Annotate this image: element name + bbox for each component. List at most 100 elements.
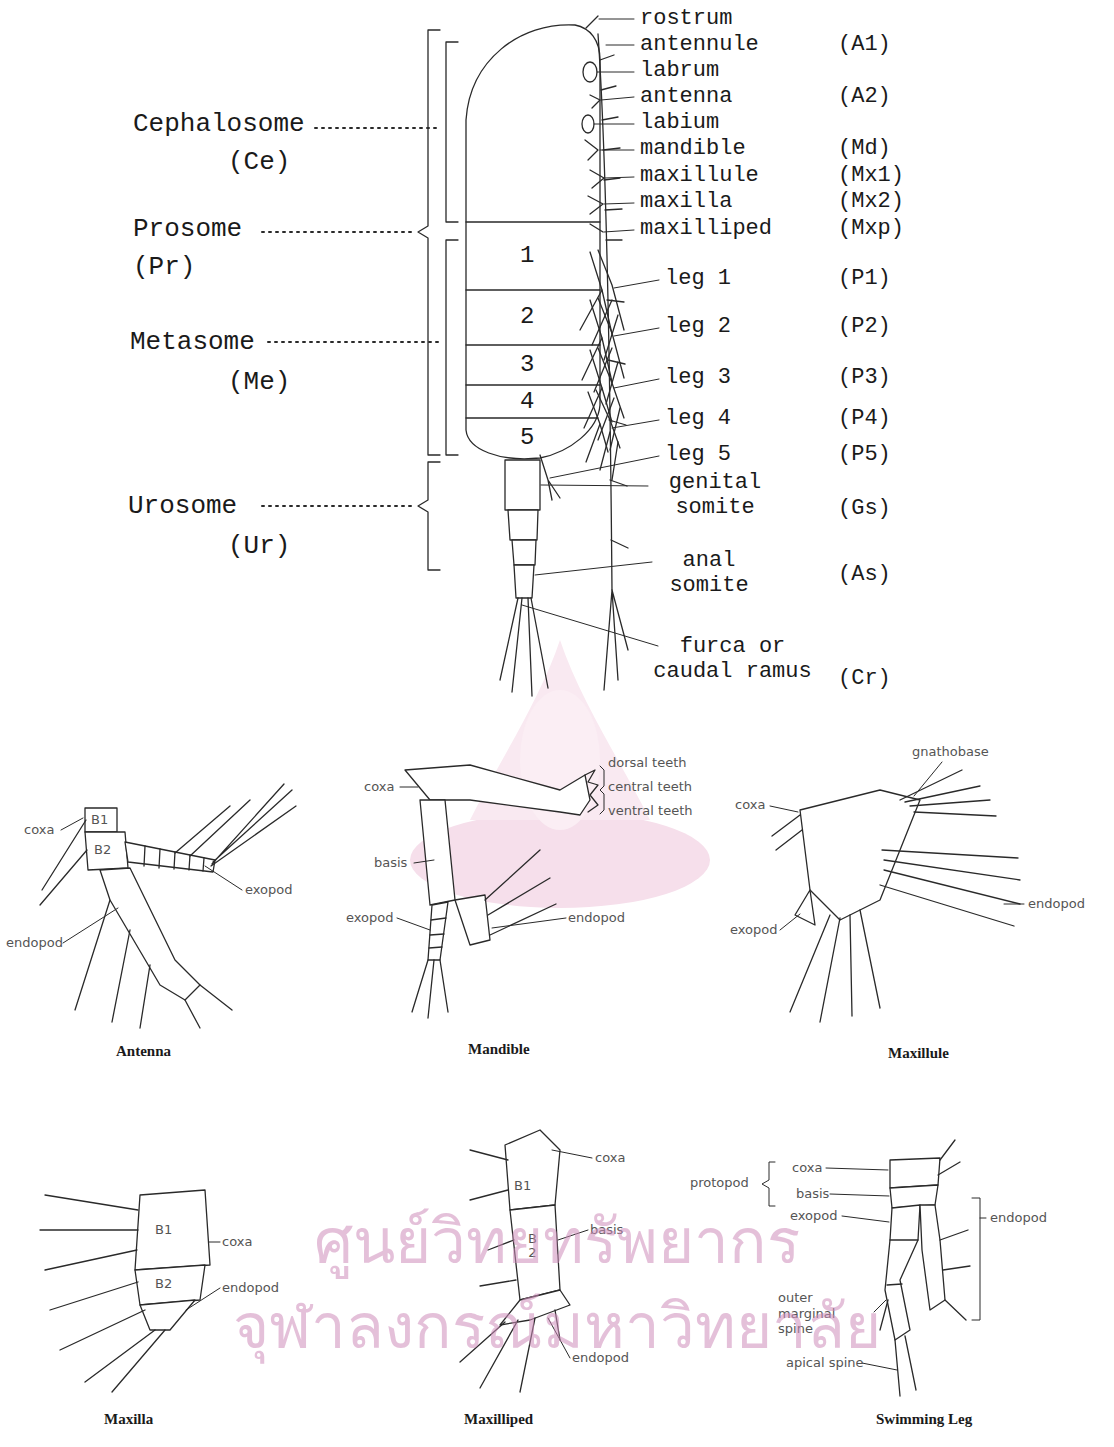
part-code: (Mxp) bbox=[838, 216, 904, 241]
segment-number: 3 bbox=[520, 353, 534, 377]
line-art bbox=[585, 140, 604, 232]
antenna-drawing bbox=[40, 784, 296, 1028]
leader-line bbox=[522, 19, 659, 646]
line-art bbox=[795, 890, 815, 925]
line-art bbox=[186, 1242, 220, 1310]
part-label: antenna bbox=[640, 84, 732, 109]
appendage-label: B1 bbox=[514, 1178, 531, 1194]
appendage-label: coxa bbox=[364, 779, 394, 795]
line-art bbox=[586, 16, 598, 28]
line-art bbox=[514, 565, 534, 598]
part-label: leg 5 bbox=[665, 442, 731, 467]
part-label: mandible bbox=[640, 136, 746, 161]
part-code: (Mx2) bbox=[838, 189, 904, 214]
line-art bbox=[885, 1205, 920, 1340]
line-art bbox=[582, 338, 618, 404]
part-label: rostrum bbox=[640, 6, 732, 31]
line-art bbox=[140, 1300, 195, 1330]
line-art bbox=[175, 784, 296, 866]
line-art bbox=[582, 115, 594, 133]
appendage-label: basis bbox=[796, 1186, 829, 1202]
line-art bbox=[40, 1195, 165, 1392]
line-art bbox=[900, 770, 996, 816]
line-art bbox=[940, 1230, 970, 1320]
part-label: labrum bbox=[640, 58, 719, 83]
line-art bbox=[594, 19, 634, 124]
region-code: (Ce) bbox=[228, 148, 290, 178]
line-art bbox=[418, 462, 440, 570]
line-art bbox=[508, 510, 538, 540]
part-label: labium bbox=[640, 110, 719, 135]
line-art bbox=[466, 25, 600, 459]
appendage-label: basis bbox=[374, 855, 407, 871]
line-art bbox=[85, 832, 128, 870]
region-code: (Me) bbox=[228, 368, 290, 398]
line-art bbox=[938, 1140, 960, 1175]
watermark: ศูนย์วิทยทรัพยากร bbox=[0, 1205, 1114, 1279]
line-art bbox=[600, 766, 604, 814]
line-art bbox=[135, 1265, 205, 1305]
region-label: Cephalosome bbox=[133, 110, 305, 140]
part-label: leg 1 bbox=[665, 266, 731, 291]
part-code: (A1) bbox=[838, 32, 891, 57]
line-art bbox=[144, 846, 204, 871]
appendage-label: B2 bbox=[94, 842, 111, 858]
line-art bbox=[586, 424, 618, 480]
line-art bbox=[75, 900, 232, 1028]
maxilla-drawing bbox=[40, 1190, 220, 1392]
figure-caption: Antenna bbox=[116, 1042, 171, 1060]
figure-caption: Maxillule bbox=[888, 1044, 949, 1062]
part-label: maxillule bbox=[640, 163, 759, 188]
maxillule-drawing bbox=[770, 762, 1024, 1022]
line-art bbox=[972, 1198, 986, 1320]
line-art bbox=[772, 815, 802, 850]
appendage-label: B1 bbox=[155, 1222, 172, 1238]
part-code: (Md) bbox=[838, 136, 891, 161]
line-art bbox=[61, 818, 242, 943]
watermark: จุฬาลงกรณ์มหาวิทยาลัย bbox=[0, 1290, 1114, 1364]
appendage-label: central teeth bbox=[608, 779, 692, 795]
appendage-label: endopod bbox=[568, 910, 625, 926]
part-code: (P3) bbox=[838, 365, 891, 390]
figure-caption: Swimming Leg bbox=[876, 1410, 972, 1428]
appendage-label: coxa bbox=[735, 797, 765, 813]
appendage-label: endopod bbox=[6, 935, 63, 951]
part-label: anal somite bbox=[654, 548, 764, 599]
line-art bbox=[135, 1190, 210, 1270]
line-art bbox=[397, 787, 566, 930]
appendage-label: B1 bbox=[91, 812, 108, 828]
line-art bbox=[880, 850, 1020, 926]
part-label: leg 3 bbox=[665, 365, 731, 390]
line-art bbox=[598, 34, 612, 590]
appendage-label: endopod bbox=[990, 1210, 1047, 1226]
line-art bbox=[505, 460, 540, 510]
region-code: (Pr) bbox=[133, 253, 195, 283]
appendage-label: dorsal teeth bbox=[608, 755, 686, 771]
appendage-label: exopod bbox=[730, 922, 777, 938]
line-art bbox=[446, 240, 458, 455]
segment-number: 5 bbox=[520, 426, 534, 450]
appendage-label: coxa bbox=[24, 822, 54, 838]
line-art bbox=[604, 590, 628, 690]
line-art bbox=[920, 1205, 945, 1310]
line-art bbox=[890, 1158, 940, 1188]
appendage-label: coxa bbox=[792, 1160, 822, 1176]
line-art bbox=[420, 800, 455, 905]
line-art bbox=[100, 868, 200, 1000]
appendage-label: exopod bbox=[346, 910, 393, 926]
line-art bbox=[412, 960, 448, 1018]
line-art bbox=[85, 808, 117, 832]
appendage-label: ventral teeth bbox=[608, 803, 693, 819]
part-code: (Gs) bbox=[838, 496, 891, 521]
mandible-drawing bbox=[397, 765, 604, 1018]
part-label: leg 4 bbox=[665, 406, 731, 431]
part-code: (Cr) bbox=[838, 666, 891, 691]
line-art bbox=[790, 910, 880, 1022]
copepod-body bbox=[466, 16, 628, 696]
part-code: (Mx1) bbox=[838, 163, 904, 188]
line-art bbox=[600, 150, 634, 232]
part-label: furca or caudal ramus bbox=[640, 634, 825, 685]
appendage-label: coxa bbox=[222, 1234, 252, 1250]
part-label: leg 2 bbox=[665, 314, 731, 339]
